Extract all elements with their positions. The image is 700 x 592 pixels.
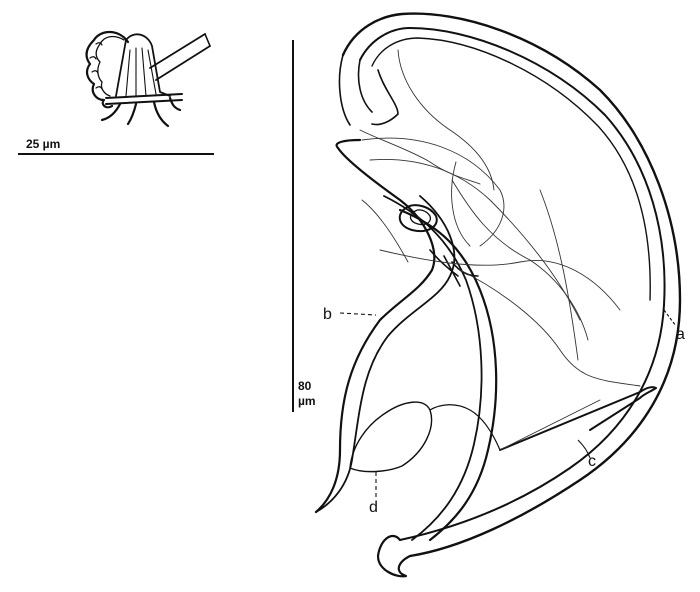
callout-label-d: d bbox=[369, 499, 378, 516]
membrane-line-3 bbox=[397, 49, 495, 191]
inset-apparatus-body bbox=[115, 33, 171, 97]
shell-inner-wall bbox=[359, 27, 666, 541]
shell-top-fold bbox=[338, 54, 399, 126]
scale-bar-large-unit: µm bbox=[298, 394, 316, 408]
membrane-line-10 bbox=[361, 199, 409, 263]
membrane-line-6 bbox=[451, 179, 589, 341]
lobe-b-inner bbox=[315, 195, 456, 513]
leader-a bbox=[663, 309, 677, 327]
membrane-line-4 bbox=[379, 249, 621, 311]
inset-hooks bbox=[100, 96, 182, 128]
shell-bottom-hook bbox=[376, 534, 412, 578]
membrane-line-11 bbox=[499, 399, 601, 451]
inset-needle bbox=[149, 33, 211, 81]
scale-bar-small-label: 25 µm bbox=[26, 137, 61, 151]
central-loop bbox=[398, 204, 438, 232]
scale-bar-large-value: 80 bbox=[298, 379, 312, 393]
membrane-line-2 bbox=[369, 158, 581, 321]
inset-apparatus-ribs bbox=[125, 47, 157, 97]
membrane-line-8 bbox=[539, 189, 579, 361]
membrane-line-9 bbox=[359, 129, 481, 185]
main-structure bbox=[314, 12, 682, 578]
lobe-d bbox=[349, 401, 433, 473]
callout-label-c: c bbox=[588, 453, 596, 470]
callout-label-a: a bbox=[676, 326, 685, 343]
lobe-d-extension bbox=[429, 404, 501, 451]
inset-coiled-tube-inner bbox=[95, 35, 125, 97]
leader-c bbox=[577, 439, 591, 459]
inset-coil-bumps bbox=[89, 42, 103, 90]
membrane-line-7 bbox=[451, 161, 471, 247]
shell-outer-wall bbox=[341, 12, 682, 558]
inset-base-bar bbox=[105, 93, 183, 105]
shell-right-spine bbox=[499, 386, 657, 451]
lobe-b-outer bbox=[314, 138, 436, 514]
central-loop-inner bbox=[409, 209, 432, 226]
rod-c-outer bbox=[398, 208, 498, 542]
membrane-line-5 bbox=[459, 269, 641, 387]
inset-needle-tip-1 bbox=[204, 33, 211, 47]
callout-label-b: b bbox=[323, 306, 332, 323]
membrane-lines bbox=[359, 49, 641, 451]
inset-coiled-tube bbox=[85, 30, 130, 109]
leader-b bbox=[339, 312, 377, 316]
crossing-lines bbox=[429, 249, 479, 287]
leader-lines bbox=[339, 309, 677, 498]
inset-drawing bbox=[85, 30, 211, 128]
shell-inner-wall-2 bbox=[371, 37, 651, 301]
